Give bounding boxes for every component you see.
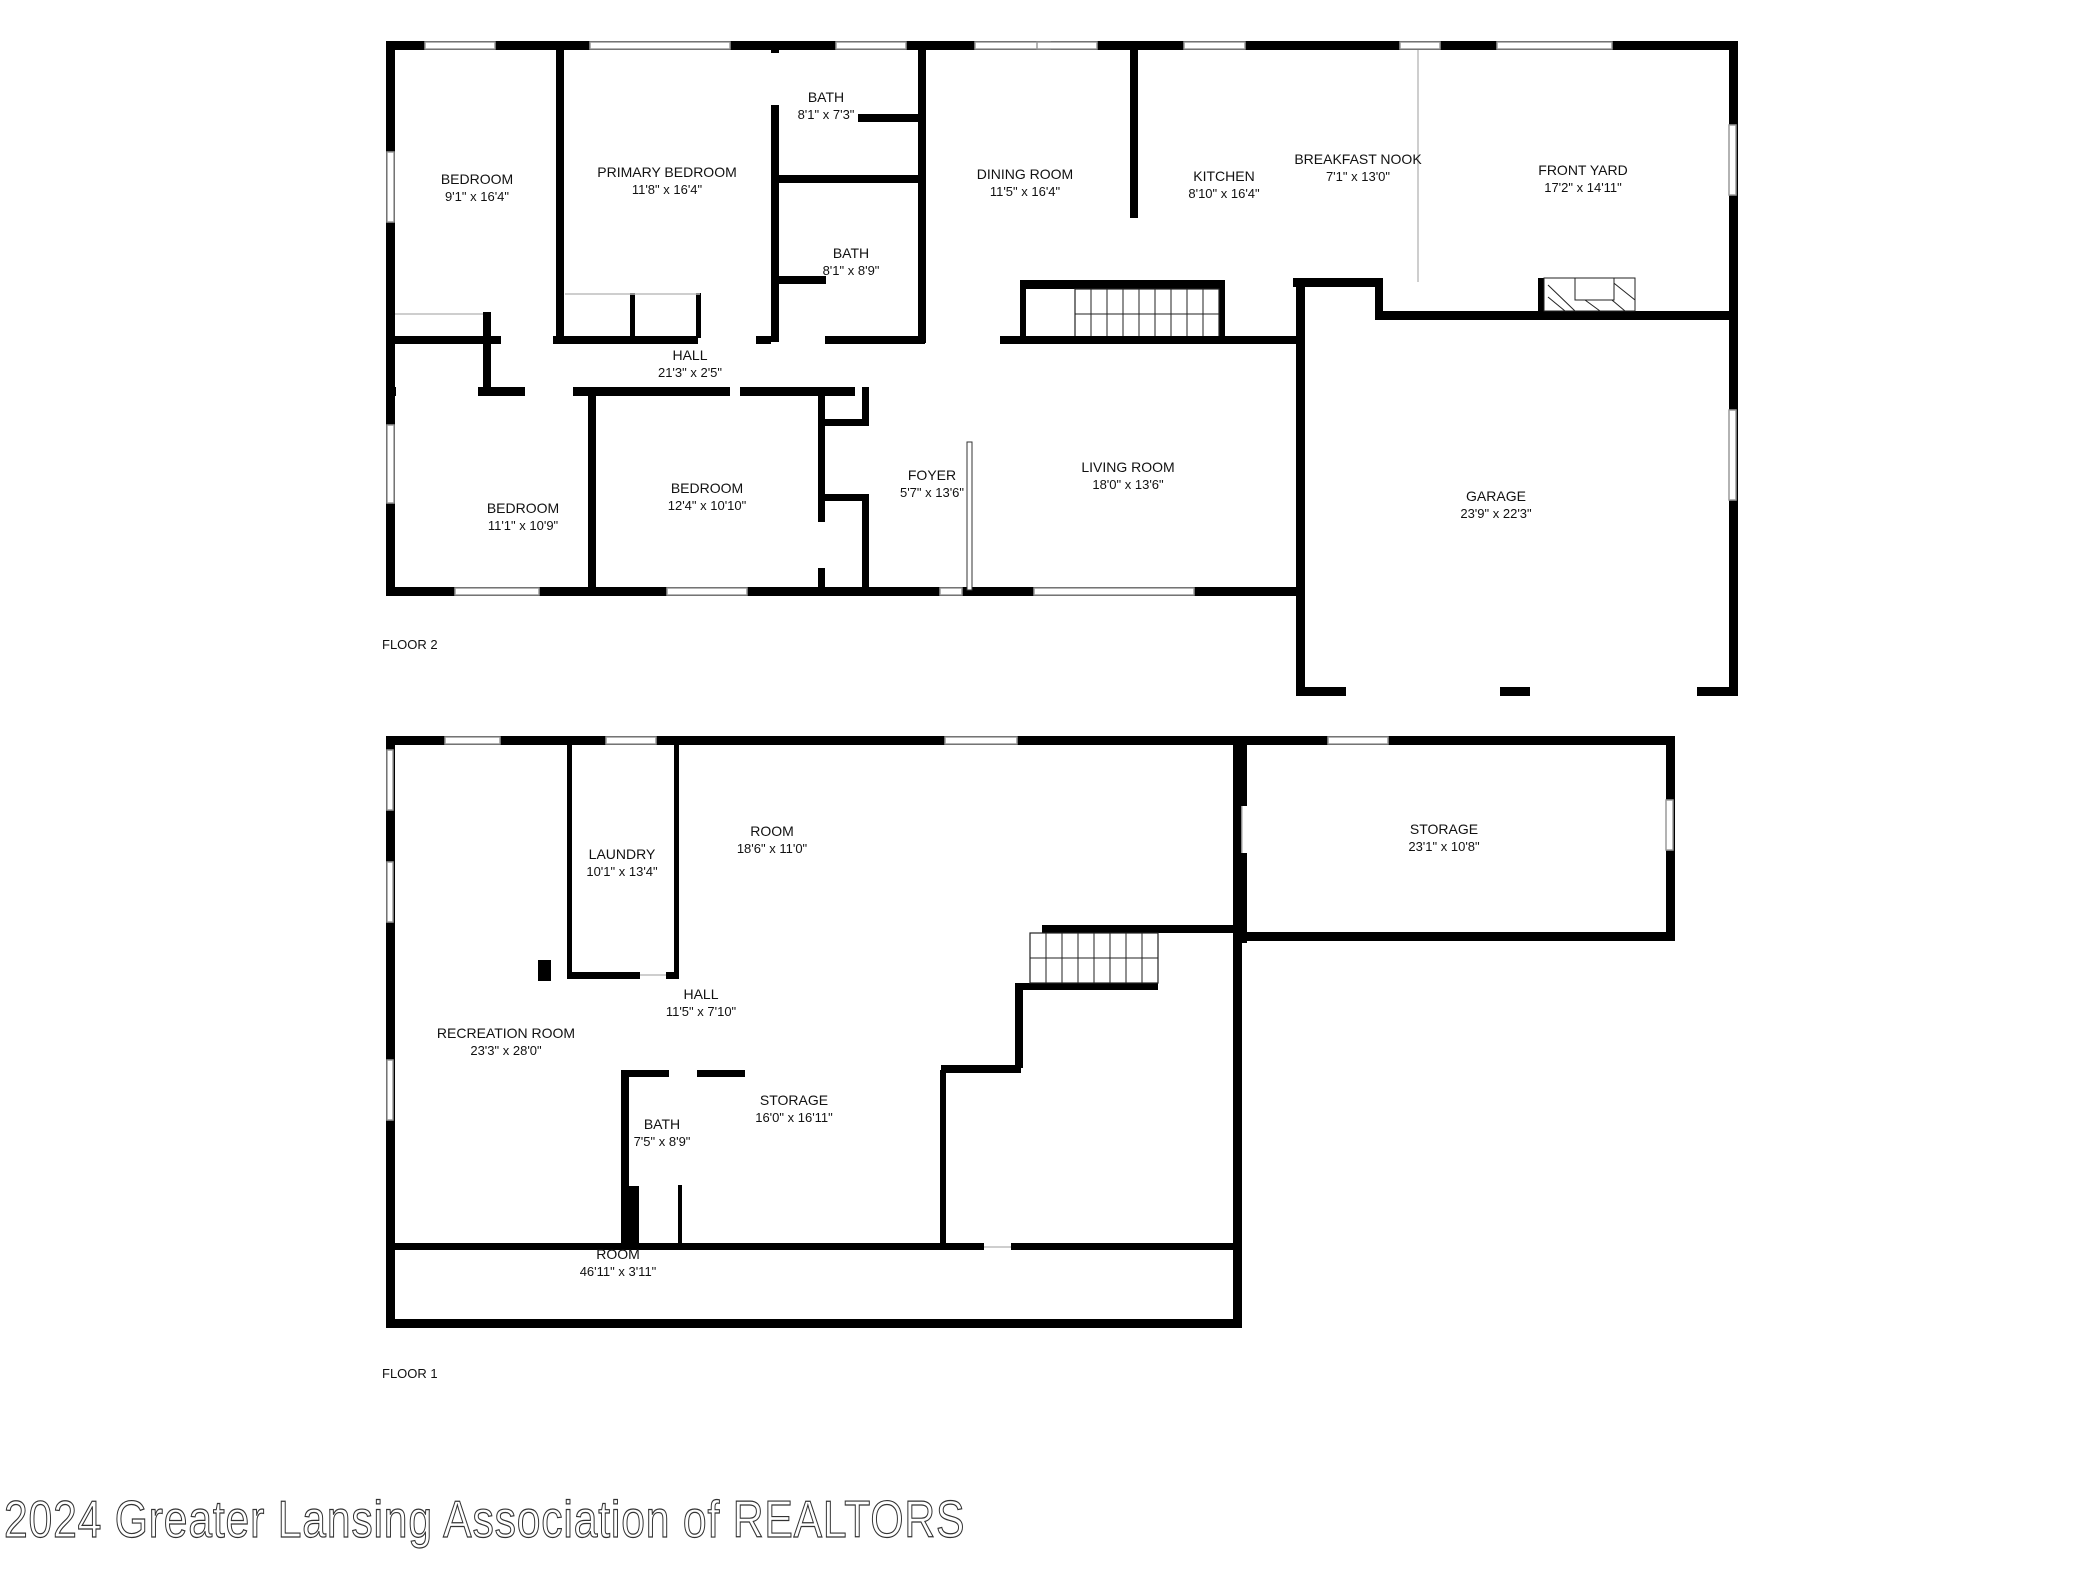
room-name: HALL xyxy=(683,986,719,1003)
room-dimensions: 10'1" x 13'4" xyxy=(586,863,658,879)
room-name: BATH xyxy=(807,89,845,106)
room-dimensions: 16'0" x 16'11" xyxy=(755,1109,833,1125)
room-label-kitchen: KITCHEN 8'10" x 16'4" xyxy=(1188,168,1259,202)
room-name: RECREATION ROOM xyxy=(436,1025,576,1042)
stairs-floor2 xyxy=(1074,288,1220,340)
room-label-garage: GARAGE 23'9" x 22'3" xyxy=(1460,488,1531,522)
room-dimensions: 23'1" x 10'8" xyxy=(1408,838,1480,854)
room-name: GARAGE xyxy=(1466,488,1526,505)
room-label-dining-room: DINING ROOM 11'5" x 16'4" xyxy=(977,166,1073,200)
room-dimensions: 18'0" x 13'6" xyxy=(1092,476,1164,492)
floor2-walls xyxy=(386,41,1738,696)
room-dimensions: 11'5" x 7'10" xyxy=(665,1003,737,1019)
room-dimensions: 11'1" x 10'9" xyxy=(487,517,559,533)
room-name: BATH xyxy=(832,245,870,262)
stairs-floor1 xyxy=(1029,932,1159,984)
room-dimensions: 11'5" x 16'4" xyxy=(989,183,1061,199)
room-name: KITCHEN xyxy=(1193,168,1255,185)
room-name: FOYER xyxy=(907,467,957,484)
room-name: BREAKFAST NOOK xyxy=(1294,151,1422,168)
copyright-watermark: 2024 Greater Lansing Association of REAL… xyxy=(4,1490,966,1549)
room-name: STORAGE xyxy=(1409,821,1479,838)
room-name: BEDROOM xyxy=(486,500,560,517)
room-dimensions: 17'2" x 14'11" xyxy=(1544,179,1622,195)
room-name: BEDROOM xyxy=(670,480,744,497)
room-name: FRONT YARD xyxy=(1538,162,1628,179)
room-label-room-floor1: ROOM 18'6" x 11'0" xyxy=(737,823,807,857)
room-label-front-yard: FRONT YARD 17'2" x 14'11" xyxy=(1538,162,1627,196)
floor-1-label: FLOOR 1 xyxy=(382,1366,438,1381)
room-name: DINING ROOM xyxy=(976,166,1074,183)
room-label-bedroom-1: BEDROOM 9'1" x 16'4" xyxy=(441,171,513,205)
room-dimensions: 23'3" x 28'0" xyxy=(470,1042,542,1058)
room-name: STORAGE xyxy=(759,1092,829,1109)
room-name: PRIMARY BEDROOM xyxy=(597,164,737,181)
room-name: BEDROOM xyxy=(440,171,514,188)
room-name: LIVING ROOM xyxy=(1081,459,1175,476)
room-label-foyer: FOYER 5'7" x 13'6" xyxy=(900,467,964,501)
room-name: ROOM xyxy=(596,1246,640,1263)
room-label-bath-floor1: BATH 7'5" x 8'9" xyxy=(634,1116,691,1150)
room-dimensions: 46'11" x 3'11" xyxy=(579,1263,657,1279)
room-label-room-corridor: ROOM 46'11" x 3'11" xyxy=(580,1246,657,1280)
room-dimensions: 8'1" x 8'9" xyxy=(822,262,880,278)
room-label-hall-floor1: HALL 11'5" x 7'10" xyxy=(666,986,736,1020)
room-label-storage-1: STORAGE 23'1" x 10'8" xyxy=(1408,821,1479,855)
room-label-laundry: LAUNDRY 10'1" x 13'4" xyxy=(586,846,657,880)
room-label-bath-1: BATH 8'1" x 7'3" xyxy=(798,89,855,123)
room-name: HALL xyxy=(672,347,708,364)
room-dimensions: 18'6" x 11'0" xyxy=(736,840,808,856)
room-label-hall-floor2: HALL 21'3" x 2'5" xyxy=(658,347,722,381)
room-dimensions: 5'7" x 13'6" xyxy=(899,484,965,500)
room-dimensions: 8'10" x 16'4" xyxy=(1188,185,1260,201)
room-dimensions: 23'9" x 22'3" xyxy=(1460,505,1532,521)
room-name: BATH xyxy=(643,1116,681,1133)
room-dimensions: 11'8" x 16'4" xyxy=(631,181,703,197)
room-label-breakfast-nook: BREAKFAST NOOK 7'1" x 13'0" xyxy=(1294,151,1421,185)
room-label-recreation-room: RECREATION ROOM 23'3" x 28'0" xyxy=(437,1025,575,1059)
room-dimensions: 12'4" x 10'10" xyxy=(667,497,747,513)
room-label-bath-2: BATH 8'1" x 8'9" xyxy=(823,245,880,279)
room-label-bedroom-3: BEDROOM 11'1" x 10'9" xyxy=(487,500,559,534)
room-dimensions: 7'5" x 8'9" xyxy=(633,1133,691,1149)
room-label-living-room: LIVING ROOM 18'0" x 13'6" xyxy=(1081,459,1174,493)
room-dimensions: 9'1" x 16'4" xyxy=(444,188,510,204)
room-label-bedroom-2: BEDROOM 12'4" x 10'10" xyxy=(668,480,747,514)
room-dimensions: 21'3" x 2'5" xyxy=(657,364,723,380)
room-dimensions: 8'1" x 7'3" xyxy=(797,106,855,122)
floor-2-label: FLOOR 2 xyxy=(382,637,438,652)
room-dimensions: 7'1" x 13'0" xyxy=(1325,168,1391,184)
room-name: LAUNDRY xyxy=(588,846,656,863)
floor1-walls xyxy=(386,736,1675,1328)
room-name: ROOM xyxy=(750,823,794,840)
room-label-storage-2: STORAGE 16'0" x 16'11" xyxy=(755,1092,833,1126)
room-label-primary-bedroom: PRIMARY BEDROOM 11'8" x 16'4" xyxy=(597,164,737,198)
